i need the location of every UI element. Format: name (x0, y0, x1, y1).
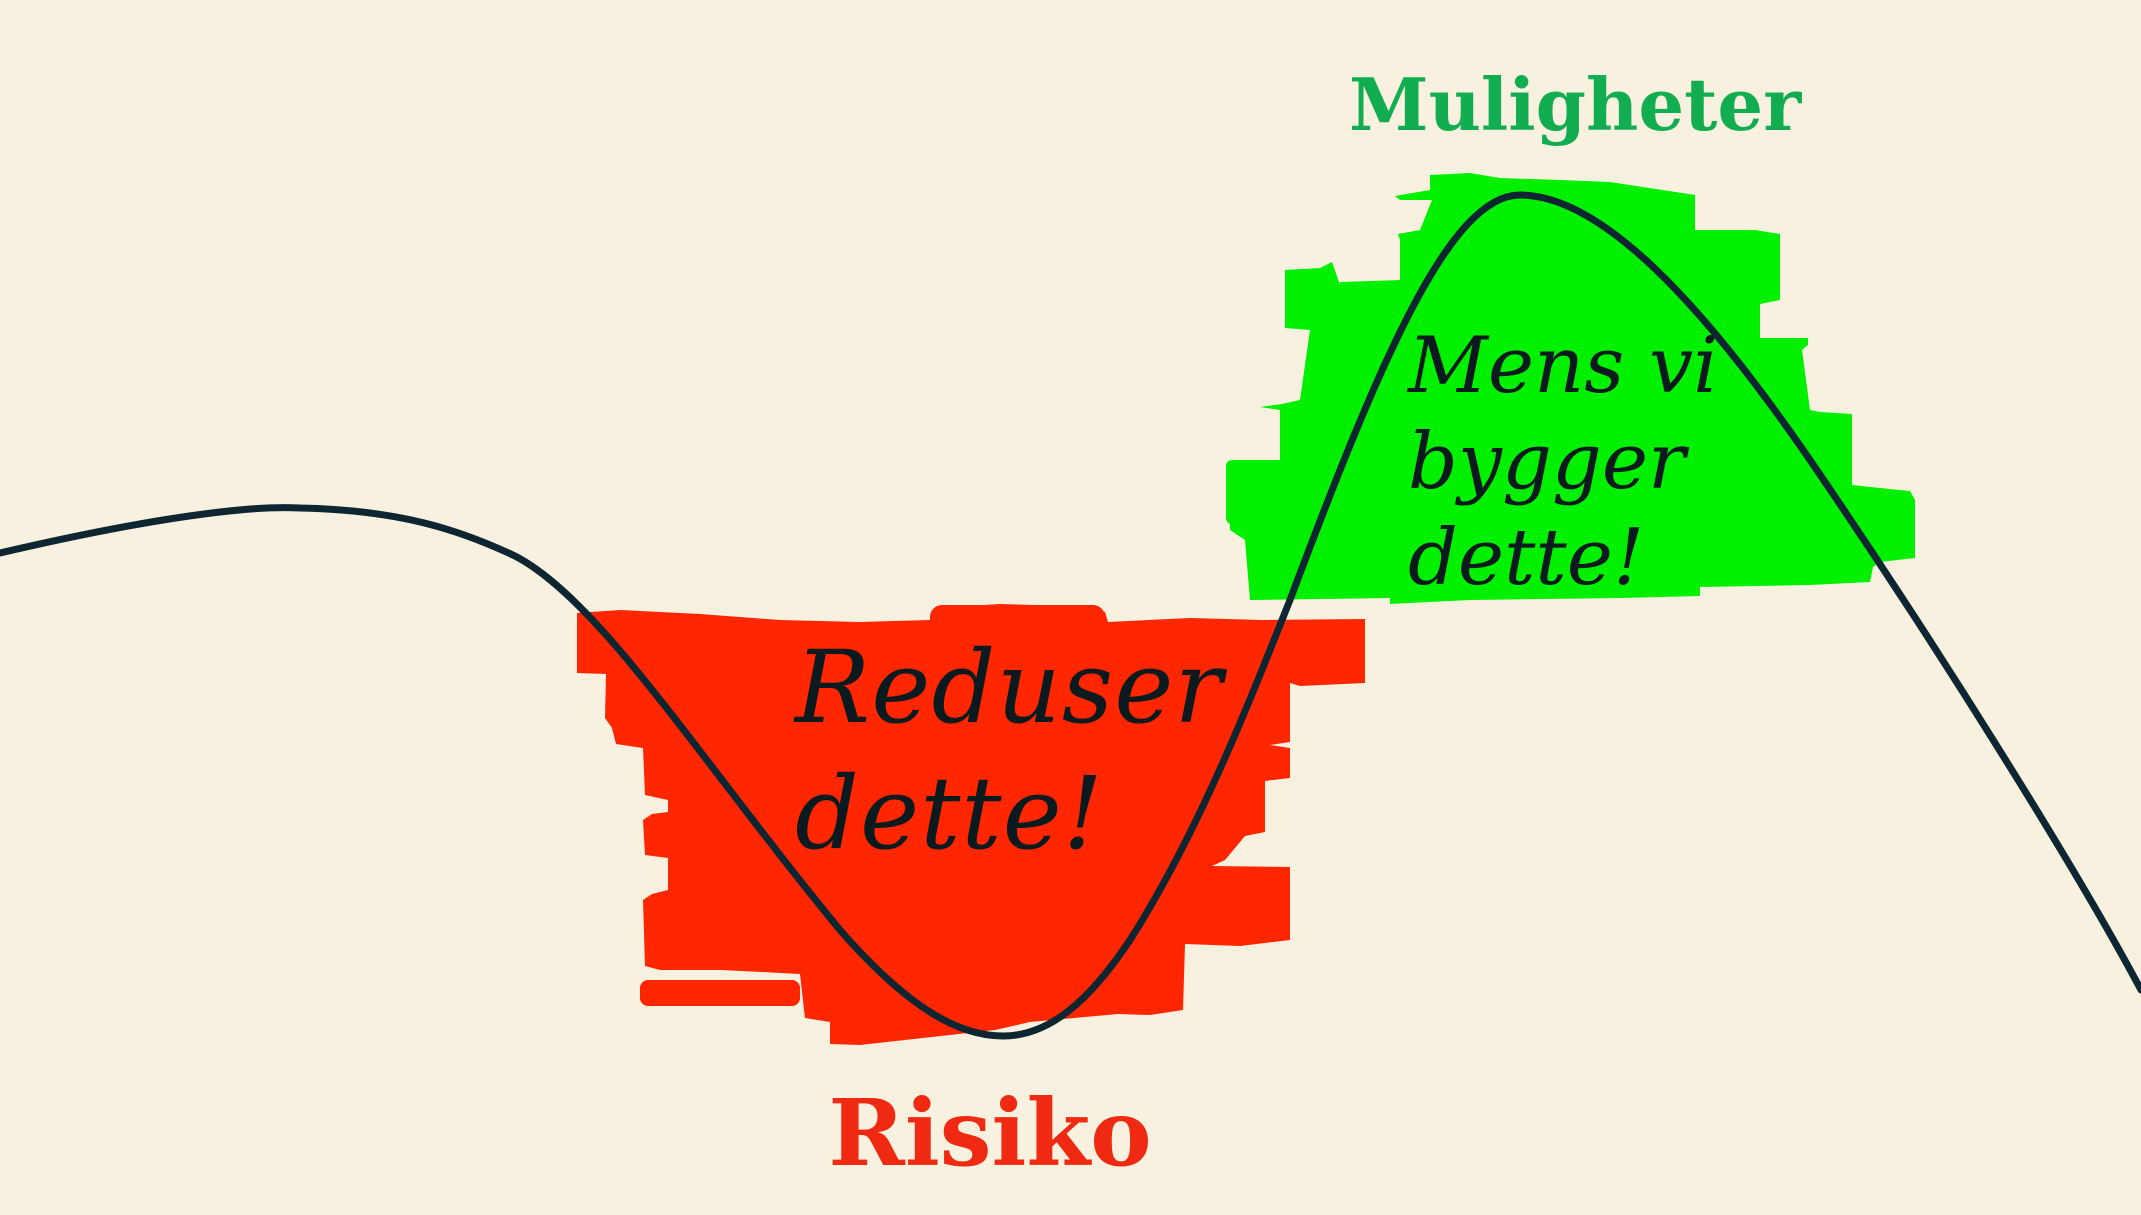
risk-note-line1: Reduser (793, 629, 1227, 746)
opportunity-highlight-blob (1226, 173, 1915, 604)
opportunities-label: Muligheter (1349, 62, 1802, 147)
opportunity-note-line1: Mens vi (1406, 321, 1718, 411)
risk-opportunity-curve (0, 191, 2141, 1040)
risk-note-line2: dette! (795, 755, 1104, 872)
risk-label: Risiko (828, 1079, 1151, 1187)
risk-highlight-blob (577, 604, 1365, 1045)
opportunity-note-line3: dette! (1408, 513, 1644, 603)
opportunity-note-line2: bygger (1408, 417, 1690, 507)
